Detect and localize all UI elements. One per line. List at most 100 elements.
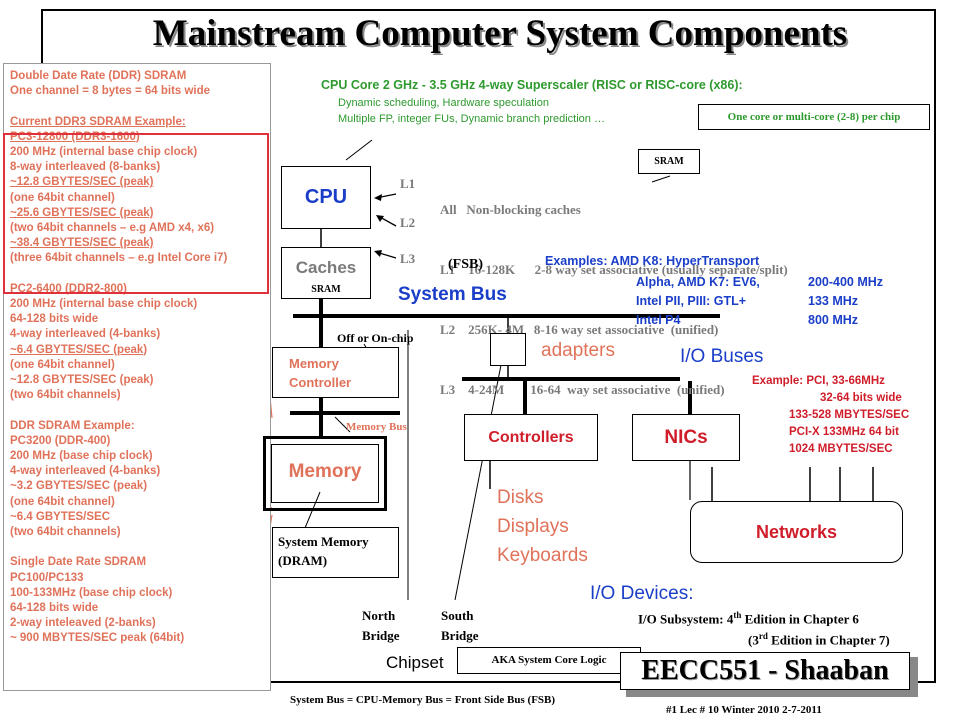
sidebar-line: ~ 900 MBYTES/SEC peak (64bit): [10, 632, 185, 645]
sidebar-line: (three 64bit channels – e.g Intel Core i…: [10, 252, 228, 265]
sidebar-line: ~12.8 GBYTES/SEC (peak): [10, 176, 154, 189]
sidebar-line: [10, 540, 227, 555]
sidebar-line: 2-way inteleaved (2-banks): [10, 617, 156, 630]
memory-controller-line1: Memory: [289, 356, 339, 371]
sidebar-line: 200 MHz (base chip clock): [10, 450, 153, 463]
io-example-line5: 1024 MBYTES/SEC: [789, 443, 893, 455]
memory-controller-line2: Controller: [289, 375, 352, 390]
sidebar-line: ~3.2 GBYTES/SEC (peak): [10, 480, 148, 493]
io-subsystem-line2b: Edition in Chapter 7): [767, 632, 890, 648]
level-l2: L2: [400, 215, 416, 230]
sidebar-line: (two 64bit channels): [10, 526, 121, 539]
bus-examples-line4b: 800 MHz: [808, 313, 859, 327]
io-devices-list: Disks Displays Keyboards: [497, 483, 588, 570]
cpu-core-line3: Multiple FP, integer FUs, Dynamic branch…: [338, 113, 605, 125]
sidebar-line: ~6.4 GBYTES/SEC (peak): [10, 343, 148, 356]
ddr3-highlight-box: [3, 133, 269, 294]
sidebar-line: ~12.8 GBYTES/SEC (peak): [10, 374, 154, 387]
memory-bus-label: Memory Bus: [346, 421, 407, 433]
sidebar-line: (two 64bit channels): [10, 389, 121, 402]
bus-examples-line1: Examples: AMD K8: HyperTransport: [545, 254, 760, 268]
slide-title: Mainstream Computer System Components: [152, 13, 848, 54]
bus-examples-line3b: 133 MHz: [808, 294, 859, 308]
system-bus-label: System Bus: [398, 284, 507, 305]
bus-examples-line4a: Intel P4: [636, 313, 681, 327]
io-subsystem-line2a: (3: [748, 632, 759, 648]
io-subsystem-line1a: I/O Subsystem: 4: [638, 611, 734, 627]
io-devices-label: I/O Devices:: [590, 583, 694, 604]
north-bridge-line1: North: [362, 608, 396, 623]
bus-examples-line2a: Alpha, AMD K7: EV6,: [636, 275, 760, 289]
io-subsystem-line1-sup: th: [733, 610, 742, 620]
sidebar-line: 64-128 bits wide: [10, 602, 99, 615]
sidebar-line: ~38.4 GBYTES/SEC (peak): [10, 237, 154, 250]
io-subsystem-line2: (3rd Edition in Chapter 7): [748, 631, 890, 648]
caches-info-line2: L1 16-128K 2-8 way set associative (usua…: [440, 262, 788, 277]
memory-label: Memory: [288, 461, 362, 482]
sidebar-line: (one 64bit channel): [10, 358, 115, 371]
system-memory-line1: System Memory: [278, 534, 369, 549]
sidebar-line: 8-way interleaved (8-banks): [10, 161, 161, 174]
memory-box-inner: Memory: [271, 444, 379, 503]
cpu-core-line1: CPU Core 2 GHz - 3.5 GHz 4-way Superscal…: [321, 78, 743, 92]
io-subsystem-line1b: Edition in Chapter 6: [741, 611, 859, 627]
system-memory-box: System Memory (DRAM): [272, 527, 399, 578]
io-subsystem-line1: I/O Subsystem: 4th Edition in Chapter 6: [638, 610, 859, 627]
sidebar-line: One channel = 8 bytes = 64 bits wide: [10, 85, 211, 98]
north-bridge-label: North Bridge: [362, 606, 400, 646]
sidebar-line: ~6.4 GBYTES/SEC: [10, 510, 111, 523]
sidebar-line: DDR SDRAM Example:: [10, 419, 135, 432]
device-disks: Disks: [497, 487, 544, 508]
sidebar-line: 200 MHz (internal base chip clock): [10, 298, 198, 311]
caches-box: Caches SRAM: [281, 247, 371, 299]
io-example-line3: 133-528 MBYTES/SEC: [789, 409, 910, 421]
caches-sram-label: SRAM: [311, 284, 341, 295]
nics-box: NICs: [632, 414, 740, 461]
bus-examples-line3a: Intel PII, PIII: GTL+: [636, 294, 747, 308]
sidebar-line: PC100/PC133: [10, 571, 84, 584]
level-l3: L3: [400, 251, 416, 266]
adapters-label: adapters: [541, 340, 615, 361]
sidebar-line: PC2-6400 (DDR2-800): [10, 282, 127, 295]
fsb-label: (FSB): [448, 257, 483, 272]
adapter-box: [490, 333, 526, 366]
off-on-chip-label: Off or On-chip: [337, 331, 414, 345]
caches-label: Caches: [295, 258, 357, 277]
memory-box-outer: Memory: [263, 436, 387, 511]
footer-bus-note: System Bus = CPU-Memory Bus = Front Side…: [290, 694, 556, 706]
sidebar-line: (one 64bit channel): [10, 191, 115, 204]
north-bridge-line2: Bridge: [362, 628, 400, 643]
caches-info-line1: All Non-blocking caches: [440, 202, 581, 217]
sidebar-line: Current DDR3 SDRAM Example:: [10, 115, 186, 128]
multicore-note: One core or multi-core (2-8) per chip: [698, 104, 930, 130]
south-bridge-label: South Bridge: [441, 606, 479, 646]
controllers-box: Controllers: [464, 414, 598, 461]
cpu-box: CPU: [281, 166, 371, 229]
sram-callout: SRAM: [638, 149, 700, 174]
device-keyboards: Keyboards: [497, 545, 588, 566]
sidebar-line: (one 64bit channel): [10, 495, 115, 508]
networks-box: Networks: [690, 501, 903, 563]
sidebar-line: 200 MHz (internal base chip clock): [10, 146, 198, 158]
south-bridge-line2: Bridge: [441, 628, 479, 643]
south-bridge-line1: South: [441, 608, 474, 623]
sidebar-line: [10, 99, 227, 114]
aka-system-core-logic-box: AKA System Core Logic: [457, 647, 641, 674]
system-memory-line2: (DRAM): [278, 553, 328, 568]
io-example-line1: Example: PCI, 33-66MHz: [752, 375, 885, 387]
chipset-label: Chipset: [386, 653, 444, 672]
bus-examples-line2b: 200-400 MHz: [808, 275, 884, 289]
cpu-core-line2: Dynamic scheduling, Hardware speculation: [338, 97, 549, 109]
io-buses-label: I/O Buses: [680, 346, 764, 367]
course-badge: EECC551 - Shaaban: [620, 652, 910, 690]
sidebar-line: 64-128 bits wide: [10, 313, 99, 326]
sidebar-line: 4-way interleaved (4-banks): [10, 465, 161, 478]
memory-controller-box: Memory Controller: [272, 347, 399, 398]
device-displays: Displays: [497, 516, 569, 537]
sidebar-line: [10, 403, 227, 418]
io-example-line2: 32-64 bits wide: [820, 392, 902, 404]
caches-info-line4: L3 4-24M 16-64 way set associative (unif…: [440, 382, 725, 397]
sidebar-line: ~25.6 GBYTES/SEC (peak): [10, 206, 154, 219]
